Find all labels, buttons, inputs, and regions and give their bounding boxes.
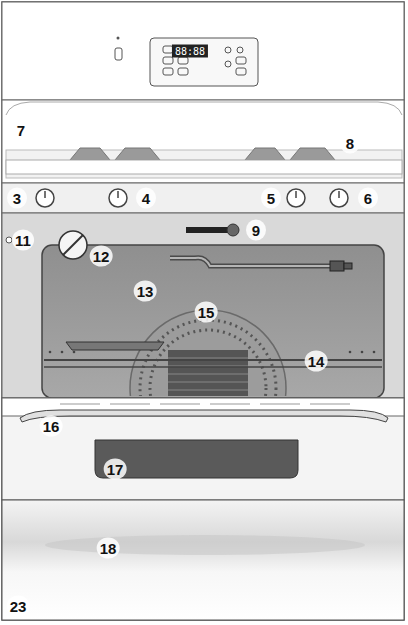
callout-number: 8 <box>340 133 360 154</box>
callout-number: 11 <box>12 230 34 251</box>
knobs <box>36 189 348 207</box>
storage-drawer <box>2 500 404 620</box>
vent-slot <box>186 227 230 233</box>
callout-number: 12 <box>90 246 113 267</box>
control-pad <box>150 38 258 86</box>
lockout-switch <box>115 48 122 60</box>
oven-rack <box>44 359 382 361</box>
broil-pan <box>66 342 164 350</box>
oven-door <box>2 398 404 500</box>
callout-number: 18 <box>97 538 120 559</box>
callout-number: 13 <box>134 281 157 302</box>
callout-number: 23 <box>7 596 30 617</box>
knob-strip <box>2 183 404 213</box>
callout-number: 5 <box>261 188 281 209</box>
callout-number: 7 <box>11 120 31 141</box>
callout-number: 9 <box>246 220 266 241</box>
callout-number: 3 <box>7 188 27 209</box>
callout-number: 6 <box>358 188 378 209</box>
range-body <box>2 2 404 620</box>
cooktop <box>2 100 404 183</box>
broil-element <box>170 258 330 266</box>
callout-number: 17 <box>104 459 127 480</box>
callout-number: 14 <box>305 351 328 372</box>
callout-number: 15 <box>195 302 218 323</box>
oven-light <box>59 231 87 259</box>
backguard <box>2 2 404 100</box>
clock-display: 88:88 <box>172 45 208 58</box>
door-handle <box>20 410 388 422</box>
callout-number: 4 <box>136 188 156 209</box>
convection-fan-cover <box>130 310 286 396</box>
callout-number: 16 <box>40 416 63 437</box>
grates <box>70 148 335 160</box>
